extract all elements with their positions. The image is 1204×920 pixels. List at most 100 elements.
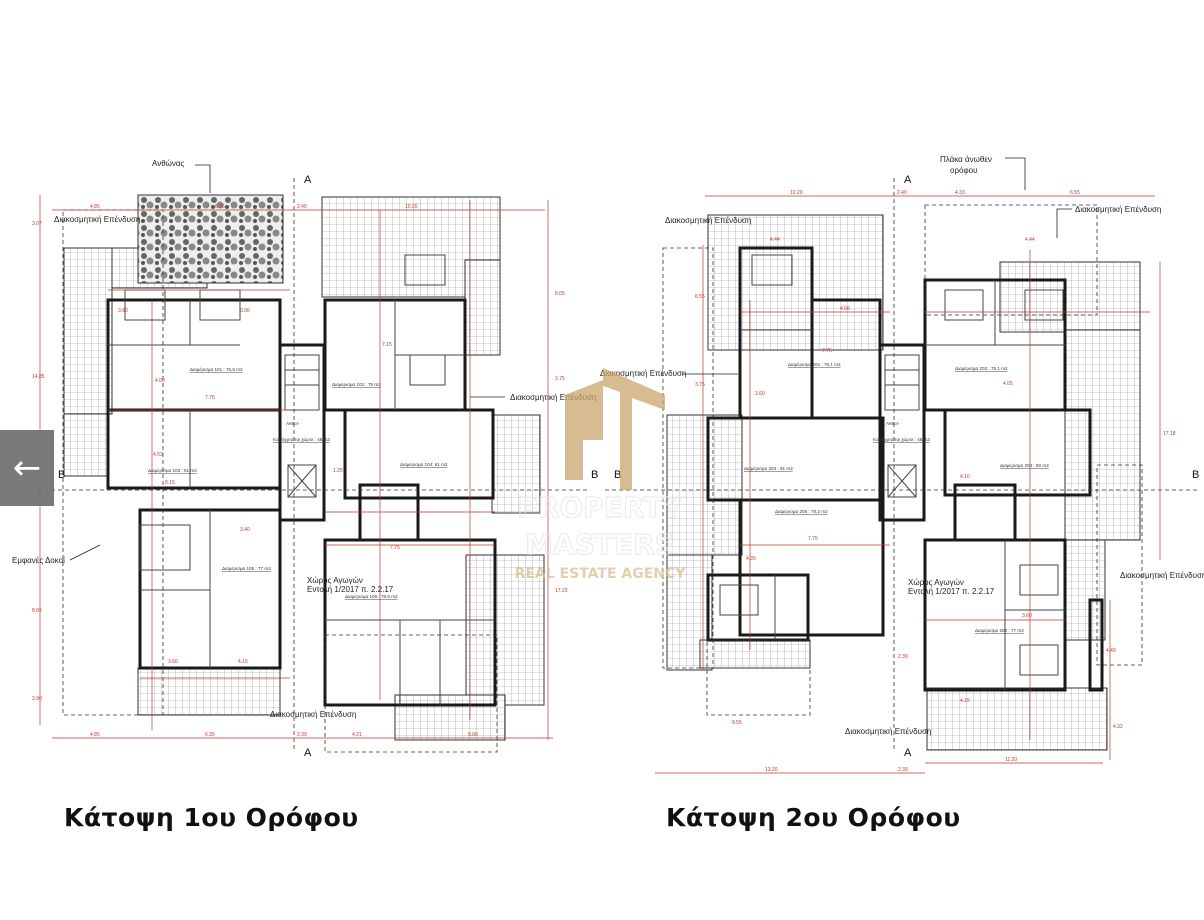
terrace — [926, 687, 1108, 751]
section-marker: A — [904, 747, 912, 759]
apartment-label: Διαμέρισμα 103 : 61 m2 — [148, 467, 197, 473]
floor1-title: Κάτοψη 1ου Ορόφου — [64, 803, 359, 832]
dimension: 3.00 — [240, 308, 250, 314]
ducts-label: Χώρος Αγωγών — [307, 576, 363, 585]
dimension: 3.60 — [118, 308, 128, 314]
dimension: 4.52 — [153, 452, 163, 458]
dimension: 6.35 — [205, 732, 215, 738]
slab-outline — [605, 178, 1200, 752]
apartment-label: Διαμέρισμα 201 : 76,1 m2 — [788, 361, 841, 367]
dimension: 3.90 — [32, 696, 42, 702]
terrace — [666, 554, 713, 671]
dimension-lines — [655, 195, 1161, 774]
dimension: 14.85 — [32, 374, 45, 380]
watermark-logo — [565, 368, 665, 490]
apartment-label: Διαμέρισμα 206 : 77 m2 — [975, 627, 1024, 633]
dimension: 8.05 — [555, 291, 565, 297]
dimension: 6.75 — [215, 204, 225, 210]
dimension: 7.75 — [390, 545, 400, 551]
dimension: 4.15 — [960, 698, 970, 704]
apartment-label: Διαμέρισμα 101 : 75,5 m2 — [190, 366, 243, 372]
dimension: 4.49 — [1106, 648, 1116, 654]
watermark: PROPERTY MASTERS REAL ESTATE AGENCY — [515, 368, 687, 582]
cladding-label: Διακοσμητική Επένδυση — [845, 727, 931, 736]
dimension: 3.60 — [755, 391, 765, 397]
cladding-label: Διακοσμητική Επένδυση — [270, 710, 356, 719]
ducts-label: Εντολή 1/2017 π. 2.2.17 — [908, 587, 995, 596]
dimension: 4.44 — [1025, 237, 1035, 243]
dimension: 9.00 — [468, 732, 478, 738]
dimension: 4.06 — [840, 306, 850, 312]
apartment-label: Διαμέρισμα 106 : 78,5 m2 — [345, 593, 398, 599]
apartment-label: Διαμέρισμα 202 : 75,1 m2 — [955, 365, 1008, 371]
dimension: 4.15 — [238, 659, 248, 665]
slab-label: Πλάκα άνωθεν — [940, 155, 992, 164]
cladding-label: Διακοσμητική Επένδυση — [54, 215, 140, 224]
dimension: 3.60 — [1022, 613, 1032, 619]
beams-label: Εμφανές Δοκοί — [12, 556, 65, 565]
cladding-label: Διακοσμητική Επένδυση — [1120, 571, 1204, 580]
cladding-label: Διακοσμητική Επένδυση — [1075, 205, 1161, 214]
terrace — [137, 667, 281, 716]
dimension: 8.65 — [32, 608, 42, 614]
dimension: 6.55 — [1070, 190, 1080, 196]
garden — [137, 194, 284, 284]
terrace — [707, 214, 884, 351]
watermark-text: REAL ESTATE AGENCY — [515, 566, 687, 582]
floor2-plan: Πλάκα άνωθεν ορόφου Διακοσμητική Επένδυσ… — [600, 155, 1204, 774]
section-marker: B — [58, 469, 65, 481]
dimension: 17.23 — [555, 588, 568, 594]
terrace — [394, 694, 506, 741]
section-marker: A — [304, 747, 312, 759]
ducts-label: Χώρος Αγωγών — [908, 578, 964, 587]
apartment-label: Διαμέρισμα 105 : 77 m2 — [222, 565, 271, 571]
garden-label: Ανθώνας — [152, 159, 185, 168]
apartment-label: Διαμέρισμα 102 : 75 m2 — [332, 381, 381, 387]
dimension: 3.07 — [32, 221, 42, 227]
dimension: 3.75 — [555, 376, 565, 382]
common-areas-label: Κοινόχρηστοι χώροι : 48 m2 — [273, 436, 330, 442]
section-marker: B — [1192, 469, 1199, 481]
dimension: 4.44 — [770, 237, 780, 243]
cladding-label: Διακοσμητική Επένδυση — [665, 216, 751, 225]
dimension: 3.60 — [168, 659, 178, 665]
dimension: 4.33 — [955, 190, 965, 196]
terrace — [999, 261, 1141, 333]
terrace — [491, 414, 541, 514]
section-marker: A — [304, 174, 312, 186]
arrow-left-icon: ← — [12, 448, 42, 488]
dimension: 6.55 — [695, 294, 705, 300]
dimension: 3.40 — [240, 527, 250, 533]
previous-image-button[interactable]: ← — [0, 430, 54, 506]
accessible-label: ΑΜΕΑ — [286, 421, 300, 426]
interior-partitions — [108, 254, 495, 705]
interior-partitions — [719, 254, 1065, 690]
terrace — [63, 247, 113, 415]
dimension: 4.32 — [1113, 724, 1123, 730]
dimension: 2.39 — [898, 767, 908, 773]
accessible-label: ΑΜΕΑ — [886, 421, 900, 426]
cladding-label: Διακοσμητική Επένδυση — [510, 393, 596, 402]
walls — [106, 298, 497, 707]
dimension: 10.20 — [405, 204, 418, 210]
dimension: 7.75 — [808, 536, 818, 542]
dimension: 2.40 — [297, 204, 307, 210]
terrace — [666, 414, 743, 556]
dimension: 11.20 — [1005, 757, 1017, 763]
terrace — [464, 259, 501, 356]
dimension: 4.21 — [352, 732, 362, 738]
dimension: 8.15 — [165, 480, 175, 486]
terrace — [1064, 539, 1106, 641]
dimension: 1.25 — [333, 468, 343, 474]
floor2-title: Κάτοψη 2ου Ορόφου — [666, 803, 961, 832]
terrace — [465, 554, 545, 706]
dimension: 2.39 — [898, 654, 908, 660]
watermark-text: MASTERS — [525, 528, 675, 561]
dimension: 7.15 — [382, 342, 392, 348]
section-marker: B — [591, 469, 598, 481]
terrace — [699, 639, 811, 669]
section-marker: A — [904, 174, 912, 186]
ducts-label: Εντολή 1/2017 π. 2.2.17 — [307, 585, 394, 594]
